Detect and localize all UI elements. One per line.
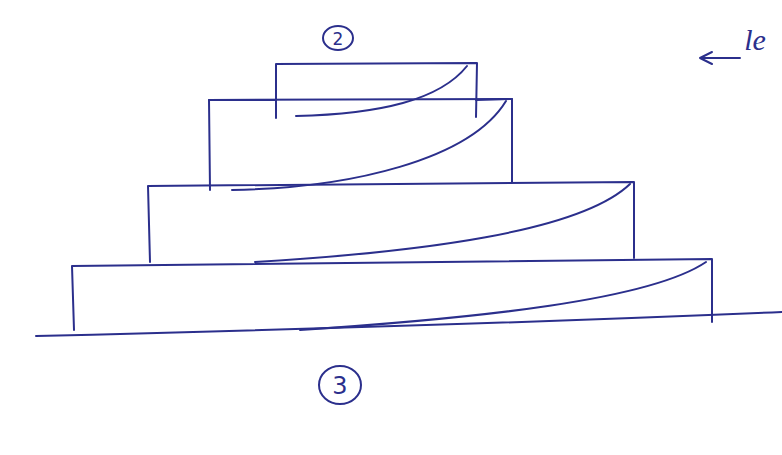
tier-curve	[300, 262, 706, 330]
tier-outline	[276, 63, 477, 118]
note-text: le	[744, 25, 766, 55]
tier-top	[209, 99, 512, 100]
callout-circle	[319, 366, 361, 404]
callout-number: 3	[332, 374, 347, 398]
callout-number: 2	[333, 31, 344, 48]
tier-curve	[296, 66, 467, 116]
tier-outline	[148, 182, 634, 262]
tier-curve	[232, 101, 506, 190]
arrow-symbol	[700, 52, 740, 64]
tier-outline	[209, 99, 512, 190]
tier-curve	[255, 184, 630, 262]
ground-line	[36, 312, 782, 336]
callout-circle	[323, 26, 353, 50]
